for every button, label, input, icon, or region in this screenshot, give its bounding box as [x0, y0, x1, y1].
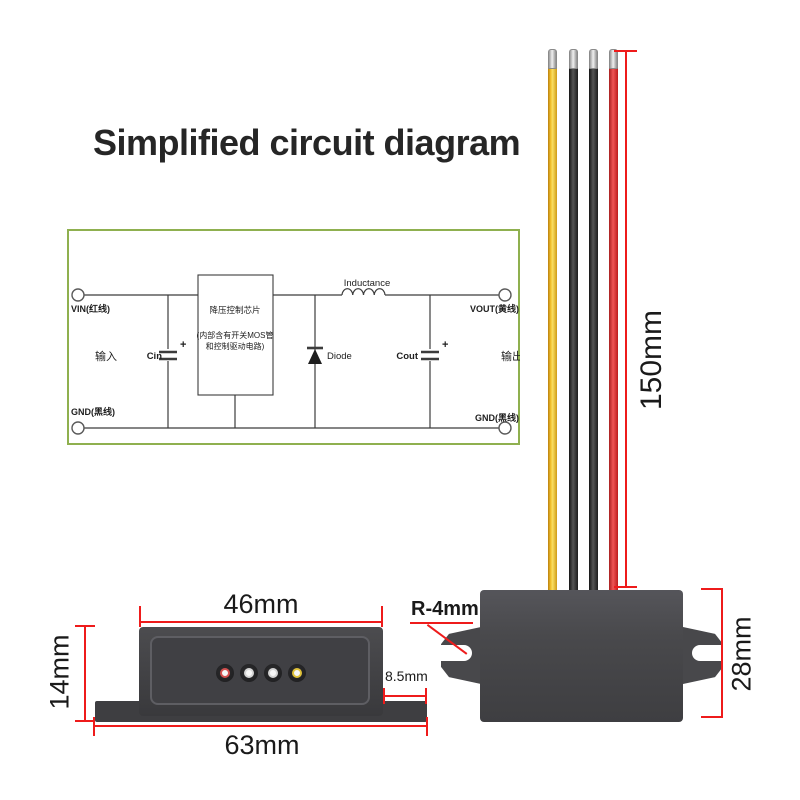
vout-terminal: [498, 288, 512, 302]
black-ground-wire: [589, 64, 598, 592]
dim-line-150mm: [625, 50, 627, 588]
black-ground-wire: [569, 64, 578, 592]
red-wire-hole: [220, 668, 230, 678]
yellow-wire-hole: [292, 668, 302, 678]
dim-label-28mm: 28mm: [726, 616, 757, 692]
dim-cap-150mm-top: [614, 50, 637, 52]
wire-ferrule-tip: [589, 49, 598, 69]
dim-label-63mm: 63mm: [224, 730, 300, 760]
dim-tick-63mm-right: [426, 717, 428, 736]
yellow-output-wire: [548, 64, 557, 592]
vout-label: VOUT(黄线): [470, 303, 519, 314]
chip-desc-1: (内部含有开关MOS管: [197, 330, 274, 340]
dim-tick-46mm-right: [381, 606, 383, 627]
wire-hole: [264, 664, 282, 682]
gnd-left-label: GND(黑线): [71, 406, 115, 417]
vin-terminal: [71, 288, 85, 302]
dim-cap-28mm-top: [701, 588, 723, 590]
inductance-label: Inductance: [344, 278, 390, 289]
inductor-coil: [341, 288, 386, 296]
output-label: 输出: [501, 349, 520, 363]
dim-tick-8-5mm-left: [383, 688, 385, 704]
wire-hole: [216, 664, 234, 682]
input-label: 输入: [95, 349, 117, 363]
dim-tick-8-5mm-right: [425, 688, 427, 704]
diode-triangle: [308, 349, 322, 364]
dim-cap-28mm-bottom: [701, 716, 723, 718]
wire-ferrule-tip: [569, 49, 578, 69]
dim-tick-63mm-left: [93, 717, 95, 736]
wire-ferrule-tip: [548, 49, 557, 69]
wire-hole: [288, 664, 306, 682]
wire-ferrule-tip: [609, 49, 618, 69]
converter-lid-outline: [150, 636, 370, 705]
dim-label-8-5mm: 8.5mm: [385, 668, 428, 684]
black-wire-hole: [244, 668, 254, 678]
page-title: Simplified circuit diagram: [93, 122, 521, 163]
gnd-left-terminal: [71, 421, 85, 435]
dim-label-14mm: 14mm: [44, 634, 75, 710]
dim-line-14mm: [84, 625, 86, 722]
dim-tick-46mm-left: [139, 606, 141, 627]
gnd-right-label: GND(黑线): [475, 412, 519, 423]
cin-label: Cin: [147, 351, 163, 362]
cin-plus-sign: +: [180, 339, 186, 351]
dim-label-46mm: 46mm: [223, 589, 299, 619]
dim-label-150mm: 150mm: [635, 309, 668, 411]
red-input-wire: [609, 64, 618, 592]
mounting-slot-right: [692, 645, 725, 661]
buck-chip-box: [197, 274, 274, 396]
circuit-schematic: VIN(红线) 输入 Cin + 降压控制芯片 (内部含有开关MOS管 和控制驱…: [71, 274, 520, 435]
chip-desc-2: 和控制驱动电路): [206, 341, 265, 351]
dim-label-r4mm: R-4mm: [411, 598, 479, 620]
mounting-slot-left: [439, 645, 472, 661]
black-wire-hole: [268, 668, 278, 678]
wire-hole: [240, 664, 258, 682]
dim-line-28mm: [721, 588, 723, 718]
diode-label: Diode: [327, 351, 352, 362]
r4mm-underline: [410, 622, 473, 624]
dim-cap-14mm-top: [75, 625, 95, 627]
circuit-diagram-box: VIN(红线) 输入 Cin + 降压控制芯片 (内部含有开关MOS管 和控制驱…: [67, 229, 520, 445]
chip-title: 降压控制芯片: [209, 305, 260, 315]
dim-line-8-5mm: [383, 695, 427, 697]
dim-line-46mm: [139, 621, 383, 623]
cout-plus-sign: +: [442, 339, 448, 351]
vin-label: VIN(红线): [71, 303, 110, 314]
dim-cap-150mm-bottom: [614, 586, 637, 588]
gnd-right-terminal: [498, 421, 512, 435]
dim-line-63mm: [93, 725, 428, 727]
dim-cap-14mm-bottom: [75, 720, 95, 722]
converter-front-body: [480, 590, 683, 722]
cout-label: Cout: [396, 351, 418, 362]
